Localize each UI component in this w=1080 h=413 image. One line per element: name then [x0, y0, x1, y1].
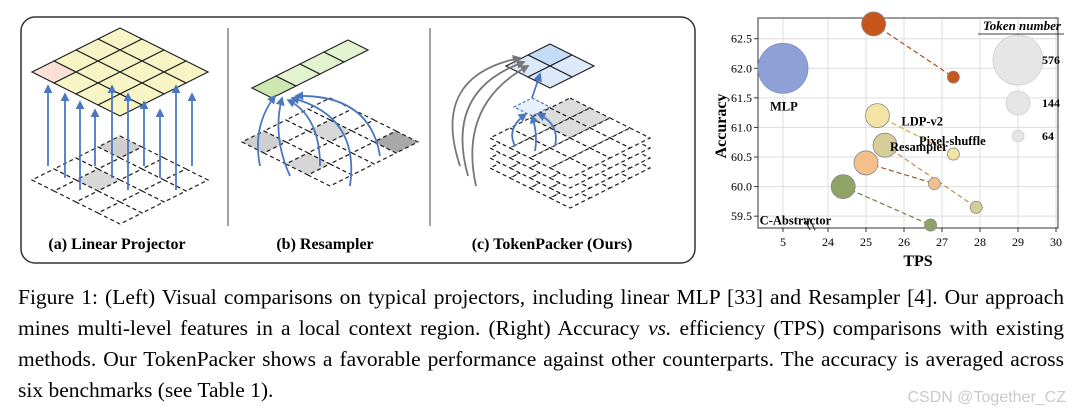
series-trend-line [873, 23, 954, 78]
legend-bubble [992, 34, 1044, 86]
panel-linear-projector [30, 27, 210, 225]
data-point [927, 177, 941, 191]
panel-label-linear-projector: (a) Linear Projector [48, 236, 185, 253]
y-tick-label: 59.5 [731, 209, 752, 223]
panel-label-tokenpacker: (c) TokenPacker (Ours) [472, 236, 633, 253]
y-axis-label: Accuracy [713, 94, 730, 159]
data-point [757, 42, 809, 94]
series-label: Resampler [890, 140, 948, 154]
legend-label: 64 [1042, 129, 1054, 143]
series-label: LDP-v2 [901, 115, 943, 129]
legend-bubble [1005, 90, 1031, 116]
input-feature-grid [30, 135, 210, 225]
x-axis-label: TPS [903, 253, 932, 270]
data-point [969, 200, 983, 214]
x-tick-label: 30 [1050, 235, 1062, 249]
y-tick-label: 60.5 [731, 150, 752, 164]
data-point [946, 70, 960, 84]
series-pixel-shuffle: Pixel-shuffle [872, 132, 986, 214]
axis-break-mark [808, 217, 816, 231]
multi-level-skip-arrow [471, 65, 530, 187]
caption-text: (Left) Visual comparisons on typical pro… [18, 285, 1064, 402]
y-tick-label: 61.0 [731, 120, 752, 134]
chart-marks: MLP OursLDP-v2Pixel-shuffleResamplerC-Abs… [757, 8, 986, 232]
query-token [322, 39, 370, 63]
x-tick-label: 26 [898, 235, 910, 249]
axis-break-mark [803, 217, 811, 231]
chart-ticks: 5 24 25 26 27 28 29 30 59.5 60.0 60.5 61.0 61.5 62.0 6… [731, 32, 1062, 249]
grid-cell [548, 157, 592, 179]
panel-resampler [240, 39, 420, 187]
local-attention-arrow [530, 114, 539, 152]
series-trend-line [877, 115, 954, 155]
caption-label: Figure 1: [18, 285, 98, 309]
y-tick-label: 62.0 [731, 61, 752, 75]
attention-arrow [257, 94, 277, 167]
series-trend-line [842, 186, 931, 226]
chart-legend: Token number 576 144 64 [978, 18, 1064, 143]
x-tick-label: 5 [780, 235, 786, 249]
figure-caption: Figure 1: (Left) Visual comparisons on t… [18, 282, 1064, 406]
multi-level-skip-arrow [451, 55, 522, 167]
series-ours: Ours [861, 8, 960, 84]
projector-comparison-illustration: (a) Linear Projector (b) Resampler (c) T… [20, 16, 696, 264]
series-resampler: Resampler [853, 140, 948, 191]
attention-arrow [275, 96, 291, 177]
data-point [924, 218, 938, 232]
multi-level-feature-grid [488, 97, 652, 179]
local-attention-arrow [531, 72, 542, 99]
plot-frame [757, 17, 1059, 229]
query-token-row [250, 39, 370, 99]
grid-cell [306, 163, 354, 187]
y-tick-label: 60.0 [731, 180, 752, 194]
y-tick-label: 62.5 [731, 32, 752, 46]
grid-cell [96, 201, 144, 225]
x-tick-label: 25 [860, 235, 872, 249]
y-tick-label: 61.5 [731, 91, 752, 105]
series-label: Ours [900, 8, 927, 11]
x-tick-label: 24 [822, 235, 834, 249]
data-point [853, 150, 879, 176]
local-attention-arrow [511, 112, 528, 147]
series-mlp: MLP [757, 42, 809, 113]
legend-label: 576 [1042, 53, 1060, 67]
series-trend-line [884, 144, 977, 208]
panel-tokenpacker [451, 43, 652, 209]
series-c-abstractor: C-Abstractor [760, 174, 938, 232]
series-ldp-v2: LDP-v2 [864, 103, 960, 161]
local-attention-arrow [536, 112, 557, 147]
multi-level-skip-arrow [461, 60, 526, 177]
series-label: Pixel-shuffle [919, 134, 986, 148]
data-point [872, 132, 898, 158]
x-tick-label: 29 [1012, 235, 1024, 249]
legend-bubble [1011, 129, 1025, 143]
series-label: C-Abstractor [760, 214, 832, 228]
attention-arrow [290, 95, 353, 187]
data-point [864, 103, 890, 129]
watermark: CSDN @Together_CZ [907, 389, 1066, 406]
x-tick-label: 28 [974, 235, 986, 249]
accuracy-vs-tps-chart: 5 24 25 26 27 28 29 30 59.5 60.0 60.5 61.0 61.5 62.0 6… [713, 8, 1064, 270]
series-label: MLP [770, 99, 798, 113]
data-point [830, 174, 856, 199]
x-tick-label: 27 [936, 235, 948, 249]
data-point [946, 147, 960, 161]
attention-arrow [294, 91, 381, 157]
legend-title: Token number [983, 18, 1062, 33]
panel-label-resampler: (b) Resampler [276, 236, 373, 253]
legend-label: 144 [1042, 96, 1060, 110]
data-point [861, 11, 887, 37]
